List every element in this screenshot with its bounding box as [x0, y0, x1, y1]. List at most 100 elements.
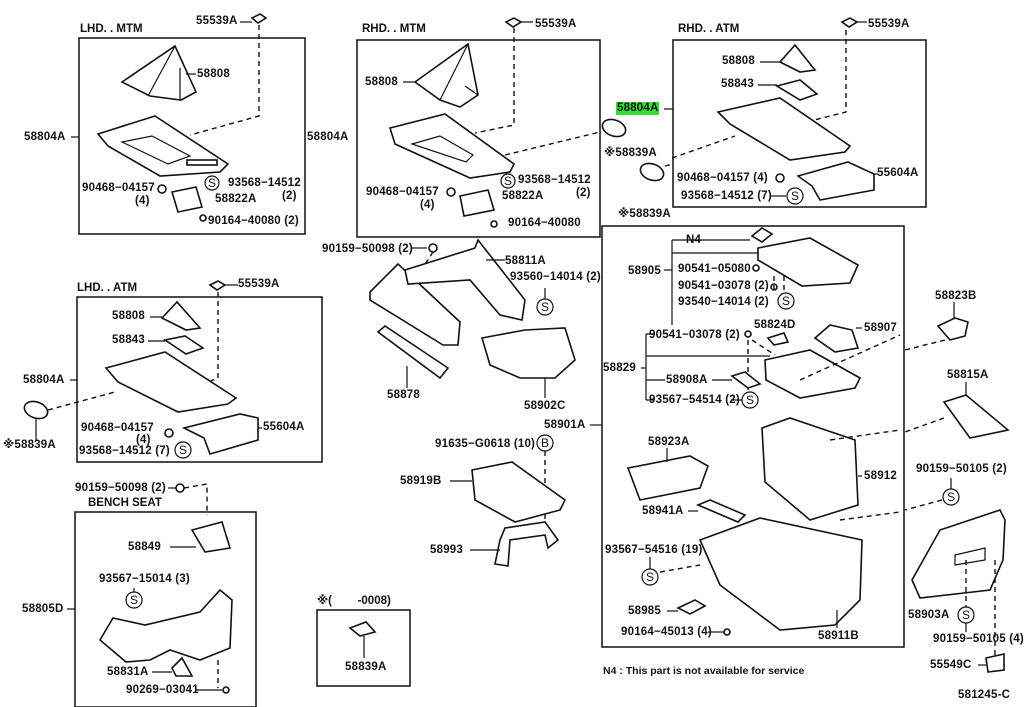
part-label[interactable]: 58908A	[666, 374, 708, 386]
part-label[interactable]: 58822A	[215, 193, 257, 205]
part-label[interactable]: 90159−50105 (4)	[933, 633, 1024, 645]
part-58905-lid	[757, 237, 860, 287]
part-label[interactable]: 58911B	[818, 630, 859, 642]
part-58919b-plate	[471, 461, 567, 523]
part-label[interactable]: 90164−40080 (2)	[208, 215, 299, 227]
part-label[interactable]: 90541−05080	[678, 263, 751, 275]
part-label[interactable]: 58808	[112, 310, 145, 322]
part-58822a-bracket	[170, 186, 204, 213]
part-label[interactable]: 58843	[112, 334, 145, 346]
part-label[interactable]: 58804A	[307, 131, 349, 143]
part-label[interactable]: 90468−04157	[366, 186, 439, 198]
part-label[interactable]: 93568−14512 (7)	[79, 445, 170, 457]
part-label[interactable]: 58843	[721, 78, 754, 90]
part-label[interactable]: 58985	[628, 605, 661, 617]
part-58815a-mat	[942, 394, 1010, 439]
highlighted-part-label-58804a[interactable]: 58804A	[616, 102, 660, 115]
part-label[interactable]: ※58839A	[3, 439, 56, 451]
part-label[interactable]: 93568−14512 (7)	[681, 190, 772, 202]
part-90164-nut	[723, 628, 731, 636]
part-58878-trim	[376, 324, 450, 380]
part-label[interactable]: 58919B	[400, 475, 442, 487]
part-label[interactable]: 58993	[430, 544, 463, 556]
part-label[interactable]: ※58839A	[618, 208, 671, 220]
section-title-rhd-mtm: RHD. . MTM	[362, 23, 426, 35]
part-label[interactable]: 90164−45013 (4)	[621, 626, 712, 638]
part-label[interactable]: 58902C	[524, 400, 566, 412]
part-label[interactable]: 91635−G0618 (10)	[435, 438, 536, 450]
part-58824d-clip	[766, 332, 790, 346]
part-label[interactable]: 58831A	[107, 666, 149, 678]
part-label[interactable]: 90159−50098 (2)	[75, 482, 166, 494]
part-label[interactable]: 93540−14014 (2)	[678, 296, 769, 308]
section-box-rhd-atm	[672, 39, 927, 208]
part-label[interactable]: 58822A	[502, 190, 544, 202]
part-label[interactable]: 90468−04157	[81, 422, 154, 434]
part-label[interactable]: 55539A	[535, 18, 577, 30]
part-label[interactable]: 90159−50098 (2)	[322, 243, 413, 255]
part-58804a-panel	[388, 113, 516, 179]
part-label[interactable]: 58808	[722, 55, 755, 67]
diagram-code: 581245-C	[958, 689, 1011, 701]
part-label[interactable]: 90541−03078 (2)	[649, 329, 740, 341]
part-label[interactable]: 55604A	[877, 167, 919, 179]
part-label[interactable]: 55549C	[930, 659, 972, 671]
part-label[interactable]: N4	[686, 234, 702, 246]
svg-text:S: S	[782, 294, 790, 308]
part-label[interactable]: 58912	[864, 470, 897, 482]
part-label[interactable]: 58808	[197, 68, 230, 80]
part-label[interactable]: 90269−03041	[126, 684, 199, 696]
part-label[interactable]: 90159−50105 (2)	[916, 463, 1007, 475]
bench-seat-parts: S	[67, 483, 233, 694]
part-label[interactable]: 58878	[387, 389, 420, 401]
part-label[interactable]: 58849	[128, 541, 161, 553]
part-label[interactable]: 58804A	[24, 131, 66, 143]
part-label[interactable]: 55539A	[238, 278, 280, 290]
part-label[interactable]: 58905	[628, 265, 661, 277]
part-label[interactable]: 93567−54514 (2)	[649, 394, 740, 406]
part-55539a-plug	[250, 13, 268, 24]
part-qty: (4)	[135, 195, 150, 207]
part-n4-hinge	[750, 227, 774, 243]
part-label[interactable]: 90164−40080	[508, 217, 581, 229]
part-58822a-bracket	[459, 189, 496, 217]
part-58808-boot	[413, 42, 479, 108]
part-label[interactable]: 93568−14512	[518, 174, 591, 186]
part-55539a-plug	[504, 17, 523, 28]
part-label[interactable]: 90468−04157	[82, 182, 155, 194]
part-label[interactable]: 58903A	[908, 609, 950, 621]
side-parts: S S	[904, 302, 1010, 673]
part-label[interactable]: 90468−04157 (4)	[677, 172, 768, 184]
part-label[interactable]: 58901A	[544, 419, 586, 431]
part-label[interactable]: 93568−14512	[228, 177, 301, 189]
section-box-console-box	[601, 225, 905, 648]
part-label[interactable]: 90541−03078 (2)	[678, 280, 769, 292]
part-label[interactable]: 55604A	[263, 421, 305, 433]
part-90164-screw	[199, 214, 207, 222]
part-58823b-cupholder	[936, 317, 969, 341]
part-label[interactable]: 58804A	[23, 374, 65, 386]
part-58849-box	[190, 521, 232, 553]
part-label[interactable]: 58839A	[345, 661, 387, 673]
part-label[interactable]: 58923A	[648, 436, 690, 448]
part-label[interactable]: 55539A	[196, 15, 238, 27]
part-label[interactable]: 58941A	[642, 505, 684, 517]
part-qty: (4)	[420, 199, 435, 211]
part-58912-box	[761, 417, 859, 521]
part-label[interactable]: 58823B	[935, 290, 977, 302]
part-58805d-console	[98, 588, 233, 663]
part-55539a-plug	[840, 17, 859, 28]
part-label[interactable]: 58811A	[505, 255, 546, 267]
part-label[interactable]: 93567−15014 (3)	[99, 573, 190, 585]
svg-text:B: B	[541, 436, 549, 450]
part-label[interactable]: 58829	[603, 362, 636, 374]
part-label[interactable]: 58824D	[754, 319, 796, 331]
part-label[interactable]: 55539A	[868, 18, 910, 30]
part-label[interactable]: ※58839A	[604, 147, 657, 159]
part-label[interactable]: 58815A	[947, 369, 989, 381]
part-label[interactable]: 93567−54516 (19)	[605, 544, 703, 556]
part-label[interactable]: 58805D	[22, 603, 64, 615]
part-label[interactable]: 58808	[365, 76, 398, 88]
part-label[interactable]: 58907	[864, 322, 897, 334]
part-label[interactable]: 93560−14014 (2)	[510, 271, 601, 283]
